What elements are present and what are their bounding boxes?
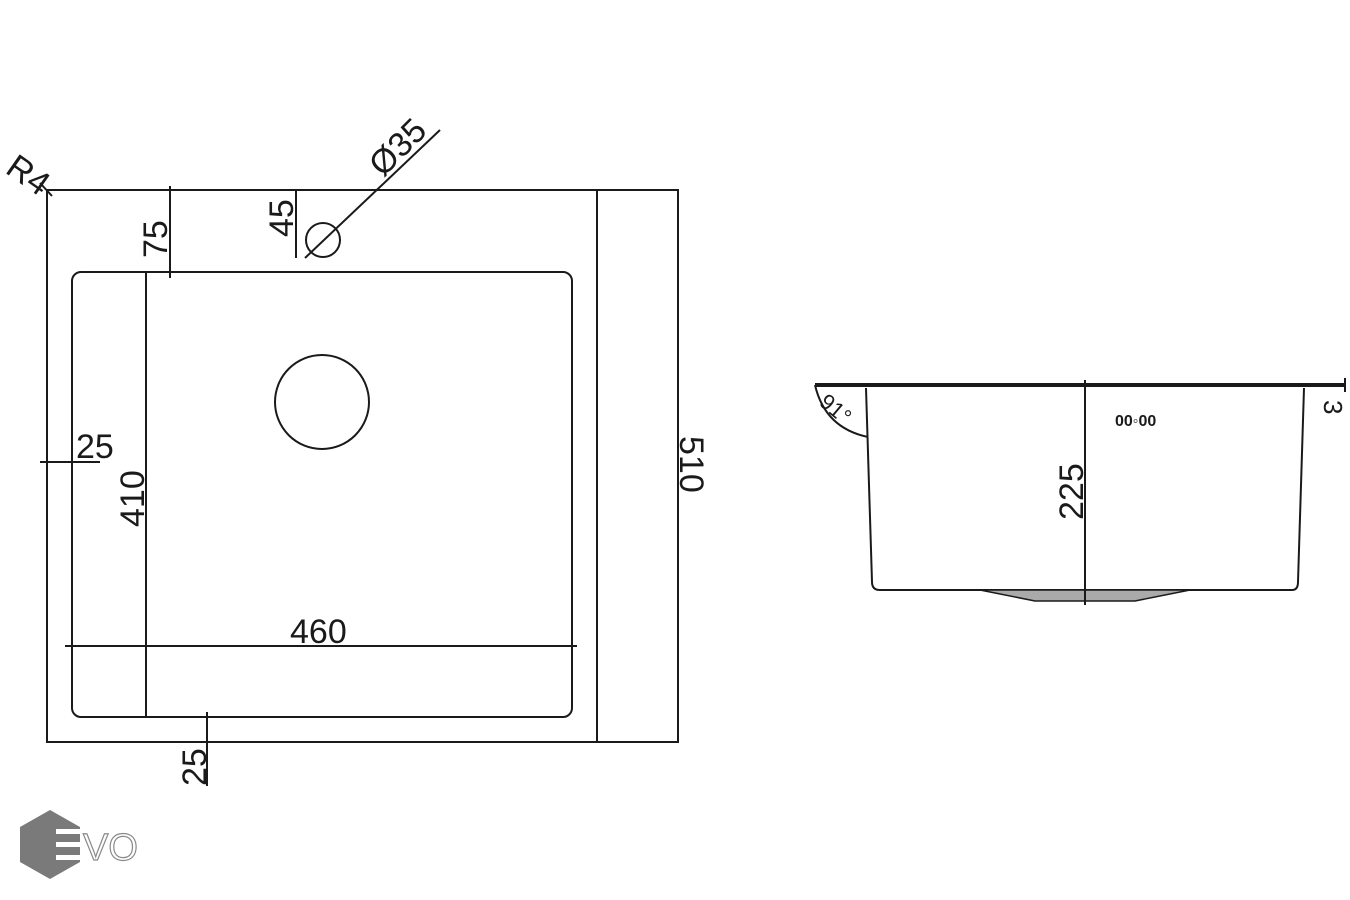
dim-25-left: 25 [76,428,114,466]
logo-hexagon-icon [20,810,80,879]
leader-dia35 [304,129,441,259]
dim-510: 510 [672,436,710,493]
sink-outline [46,189,679,743]
dim-75: 75 [137,220,175,258]
evo-logo: VO [20,810,139,879]
dim-91-deg: 91° [815,389,857,430]
leader-r4 [39,182,53,197]
logo-text: VO [83,827,138,869]
side-view: 225 91° 3 00◦00 [814,378,1348,605]
dim-45: 45 [263,199,301,237]
dim-3: 3 [1318,400,1348,414]
bowl-outline [71,271,573,718]
angle-arc [814,384,869,438]
dim-225: 225 [1053,463,1091,520]
dim-410: 410 [114,470,152,527]
drain-hole [274,354,370,450]
dim-r4: R4 [0,147,57,203]
dim-460: 460 [290,613,347,651]
tap-hole [305,222,341,258]
dim-dia35: Ø35 [362,111,434,183]
top-view: 75 45 Ø35 R4 25 410 460 25 510 [0,111,710,786]
dim-25-bottom: 25 [176,748,214,786]
marking: 00◦00 [1115,413,1156,430]
